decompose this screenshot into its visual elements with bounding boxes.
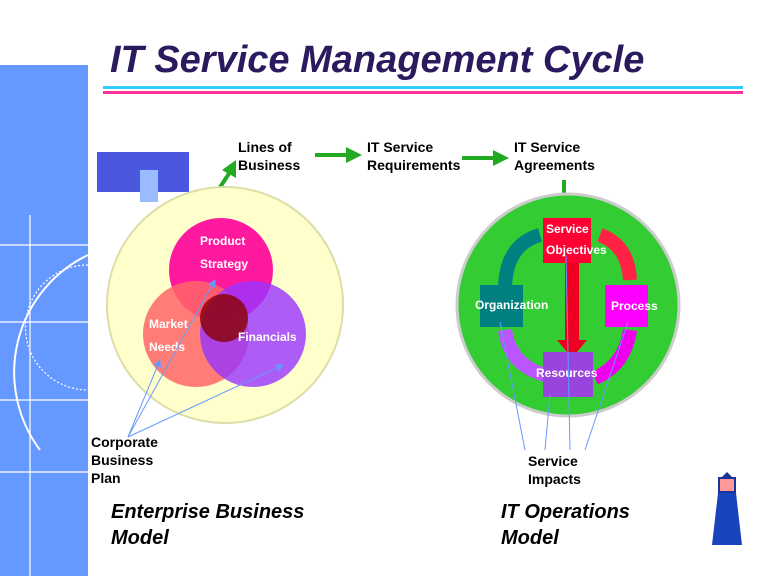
corporate-business-plan-label-3: Plan xyxy=(91,470,121,486)
flow-arrows xyxy=(211,147,572,215)
service-objectives-label: Service xyxy=(546,222,589,236)
resources-label: Resources xyxy=(536,366,598,380)
market-needs-label-2: Needs xyxy=(149,340,185,354)
corporate-business-plan-label: Corporate xyxy=(91,434,158,450)
it-service-requirements-label-2: Requirements xyxy=(367,157,461,173)
it-operations-model-diagram xyxy=(455,192,681,418)
corporate-business-plan-label-2: Business xyxy=(91,452,153,468)
sidebar-decoration xyxy=(0,65,89,576)
it-service-requirements-label: IT Service xyxy=(367,139,433,155)
enterprise-business-model-diagram xyxy=(106,186,344,424)
title-underline-pink xyxy=(103,91,743,94)
process-label: Process xyxy=(611,299,658,313)
lighthouse-logo-icon xyxy=(712,472,742,545)
lines-of-business-label: Lines of xyxy=(238,139,292,155)
it-operations-model-title: IT Operations xyxy=(501,501,630,523)
organization-label: Organization xyxy=(475,298,548,312)
product-strategy-label-2: Strategy xyxy=(200,257,248,271)
title-underline-cyan xyxy=(103,86,743,89)
it-operations-model-title-2: Model xyxy=(501,527,559,549)
page-title: IT Service Management Cycle xyxy=(110,39,644,81)
corporate-plan-pointers xyxy=(127,279,284,438)
it-service-agreements-label: IT Service xyxy=(514,139,580,155)
enterprise-model-title: Enterprise Business xyxy=(111,501,304,523)
lines-of-business-label-2: Business xyxy=(238,157,300,173)
service-impacts-label-2: Impacts xyxy=(528,471,581,487)
people-icon xyxy=(97,152,189,202)
flow-labels: Lines of Business IT Service Requirement… xyxy=(238,139,595,173)
financials-label: Financials xyxy=(238,330,297,344)
product-strategy-label: Product xyxy=(200,234,245,248)
market-needs-label: Market xyxy=(149,317,188,331)
service-objectives-box xyxy=(543,218,591,263)
organization-box xyxy=(480,285,523,327)
service-impacts-label: Service xyxy=(528,453,578,469)
it-service-agreements-label-2: Agreements xyxy=(514,157,595,173)
process-box xyxy=(605,285,648,327)
service-objectives-label-2: Objectives xyxy=(546,243,607,257)
service-impacts-pointers xyxy=(499,254,629,451)
enterprise-model-title-2: Model xyxy=(111,527,169,549)
